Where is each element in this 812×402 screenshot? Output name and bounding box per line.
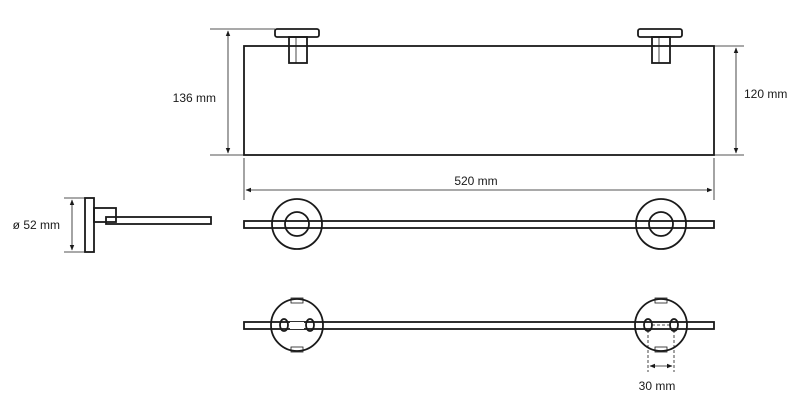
rosette-left [271,198,323,250]
rosette-right [635,198,687,250]
dimension-glass-height: 120 mm [714,45,787,156]
total-height-label: 136 mm [173,91,216,105]
glass-edge-front [243,220,715,229]
mount-plate-right [634,297,688,353]
glass-height-label: 120 mm [744,87,787,101]
side-view [84,197,212,253]
rosette-diameter-label: ø 52 mm [13,218,60,232]
wall-plate [84,197,95,253]
bracket-right [637,28,683,64]
hole-spacing-label: 30 mm [639,379,676,393]
bracket-left [274,28,320,64]
glass-panel [243,45,715,156]
dimension-total-height: 136 mm [173,28,275,156]
glass-edge-bottom [243,321,715,330]
dimension-rosette-diameter: ø 52 mm [13,197,85,253]
dimension-length: 520 mm [243,158,715,200]
bracket-arm [93,207,117,223]
mounting-view [243,297,715,353]
front-view [243,28,715,156]
length-label: 520 mm [454,174,497,188]
dimension-hole-spacing: 30 mm [639,330,676,393]
mount-plate-left [270,297,324,353]
glass-edge [105,216,212,225]
elevation-view [243,198,715,250]
